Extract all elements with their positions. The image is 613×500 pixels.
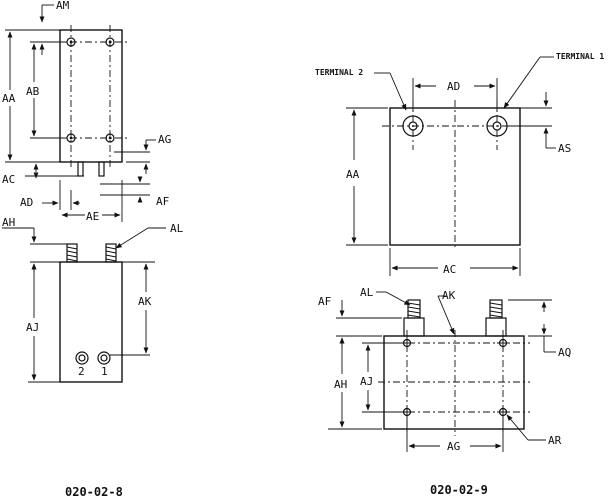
label-af: AF	[156, 195, 169, 208]
caption-right: 020-02-9	[430, 483, 488, 497]
label-ac: AC	[2, 173, 15, 186]
left-top-view: AM AA AB AG AC AF	[2, 0, 171, 223]
caption-left: 020-02-8	[65, 485, 123, 499]
label-ab: AB	[26, 85, 40, 98]
label-ag: AG	[158, 133, 171, 146]
terminal-2-top	[402, 115, 424, 137]
label-ad: AD	[20, 196, 33, 209]
label-as: AS	[558, 142, 571, 155]
label-terminal-1: TERMINAL 1	[556, 52, 604, 61]
label-af: AF	[318, 295, 331, 308]
label-al: AL	[170, 222, 184, 235]
left-side-view: 2 1 AH AL AK AJ	[2, 216, 184, 383]
mounting-hole	[497, 337, 509, 349]
capacitor-body-side-view	[59, 261, 123, 383]
mounting-hole	[105, 37, 115, 47]
label-ak: AK	[442, 289, 456, 302]
right-top-view: TERMINAL 2 TERMINAL 1 AD AA AS AC	[315, 52, 604, 276]
terminal-stud	[98, 161, 105, 177]
label-aa: AA	[2, 92, 16, 105]
label-ak: AK	[138, 295, 152, 308]
label-aj: AJ	[26, 321, 39, 334]
label-am: AM	[56, 0, 70, 12]
terminal-number-2: 2	[78, 365, 85, 378]
mounting-hole	[105, 133, 115, 143]
label-al: AL	[360, 286, 374, 299]
right-side-view: AF AL AK AQ AH AJ AG	[318, 286, 571, 453]
terminal-number-1: 1	[101, 365, 108, 378]
mounting-hole	[497, 406, 509, 418]
label-aa: AA	[346, 168, 360, 181]
label-ag: AG	[447, 440, 460, 453]
label-ae: AE	[86, 210, 99, 223]
capacitor-body-top-view	[59, 29, 123, 163]
terminal-stud	[77, 161, 84, 177]
label-aq: AQ	[558, 346, 571, 359]
terminal-2-marker	[75, 351, 89, 365]
label-terminal-2: TERMINAL 2	[315, 68, 363, 77]
label-ah: AH	[2, 216, 15, 229]
label-ac: AC	[443, 263, 456, 276]
label-aj: AJ	[360, 375, 373, 388]
label-ad: AD	[447, 80, 460, 93]
terminal-1-marker	[97, 351, 111, 365]
label-ar: AR	[548, 434, 562, 447]
label-ah: AH	[334, 378, 347, 391]
